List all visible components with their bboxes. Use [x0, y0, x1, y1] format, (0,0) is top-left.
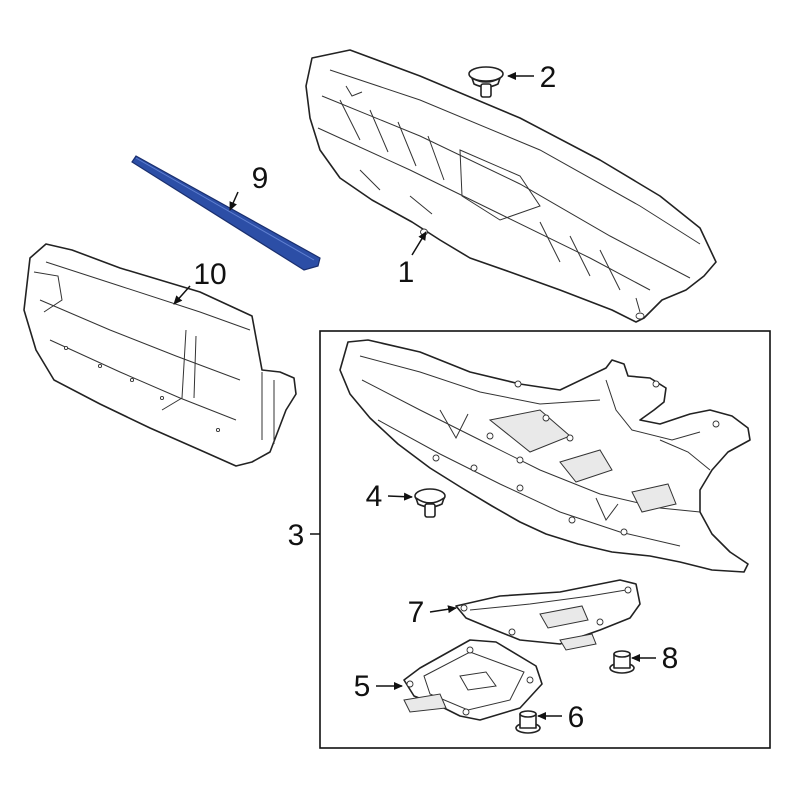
callout-8: 8	[662, 642, 679, 675]
part-2-push-clip[interactable]	[468, 66, 504, 98]
callout-10: 10	[193, 258, 226, 291]
part-7-access-cover[interactable]	[455, 579, 641, 651]
part-1-radiator-support-cover[interactable]	[305, 49, 717, 323]
leader-7	[429, 605, 457, 614]
seal-strip-fill	[131, 155, 321, 271]
callout-7: 7	[408, 596, 425, 629]
part-4-push-clip[interactable]	[414, 488, 446, 518]
part-6-fastener[interactable]	[515, 710, 541, 734]
part-3-splash-shield[interactable]	[339, 339, 751, 573]
leader-1	[411, 231, 427, 256]
callout-2: 2	[540, 61, 557, 94]
leader-10	[173, 285, 191, 305]
part-10-air-deflector[interactable]	[23, 243, 297, 467]
callout-4: 4	[366, 480, 383, 513]
group-box	[319, 330, 771, 749]
part-8-fastener[interactable]	[609, 650, 635, 674]
callout-9: 9	[252, 162, 269, 195]
callout-1: 1	[398, 256, 415, 289]
part-5-service-panel[interactable]	[403, 639, 543, 721]
callout-5: 5	[354, 670, 371, 703]
leader-9	[229, 191, 239, 211]
callout-3: 3	[288, 519, 305, 552]
callout-6: 6	[568, 701, 585, 734]
part-9-seal-strip[interactable]	[131, 155, 321, 271]
leader-4	[387, 492, 413, 501]
